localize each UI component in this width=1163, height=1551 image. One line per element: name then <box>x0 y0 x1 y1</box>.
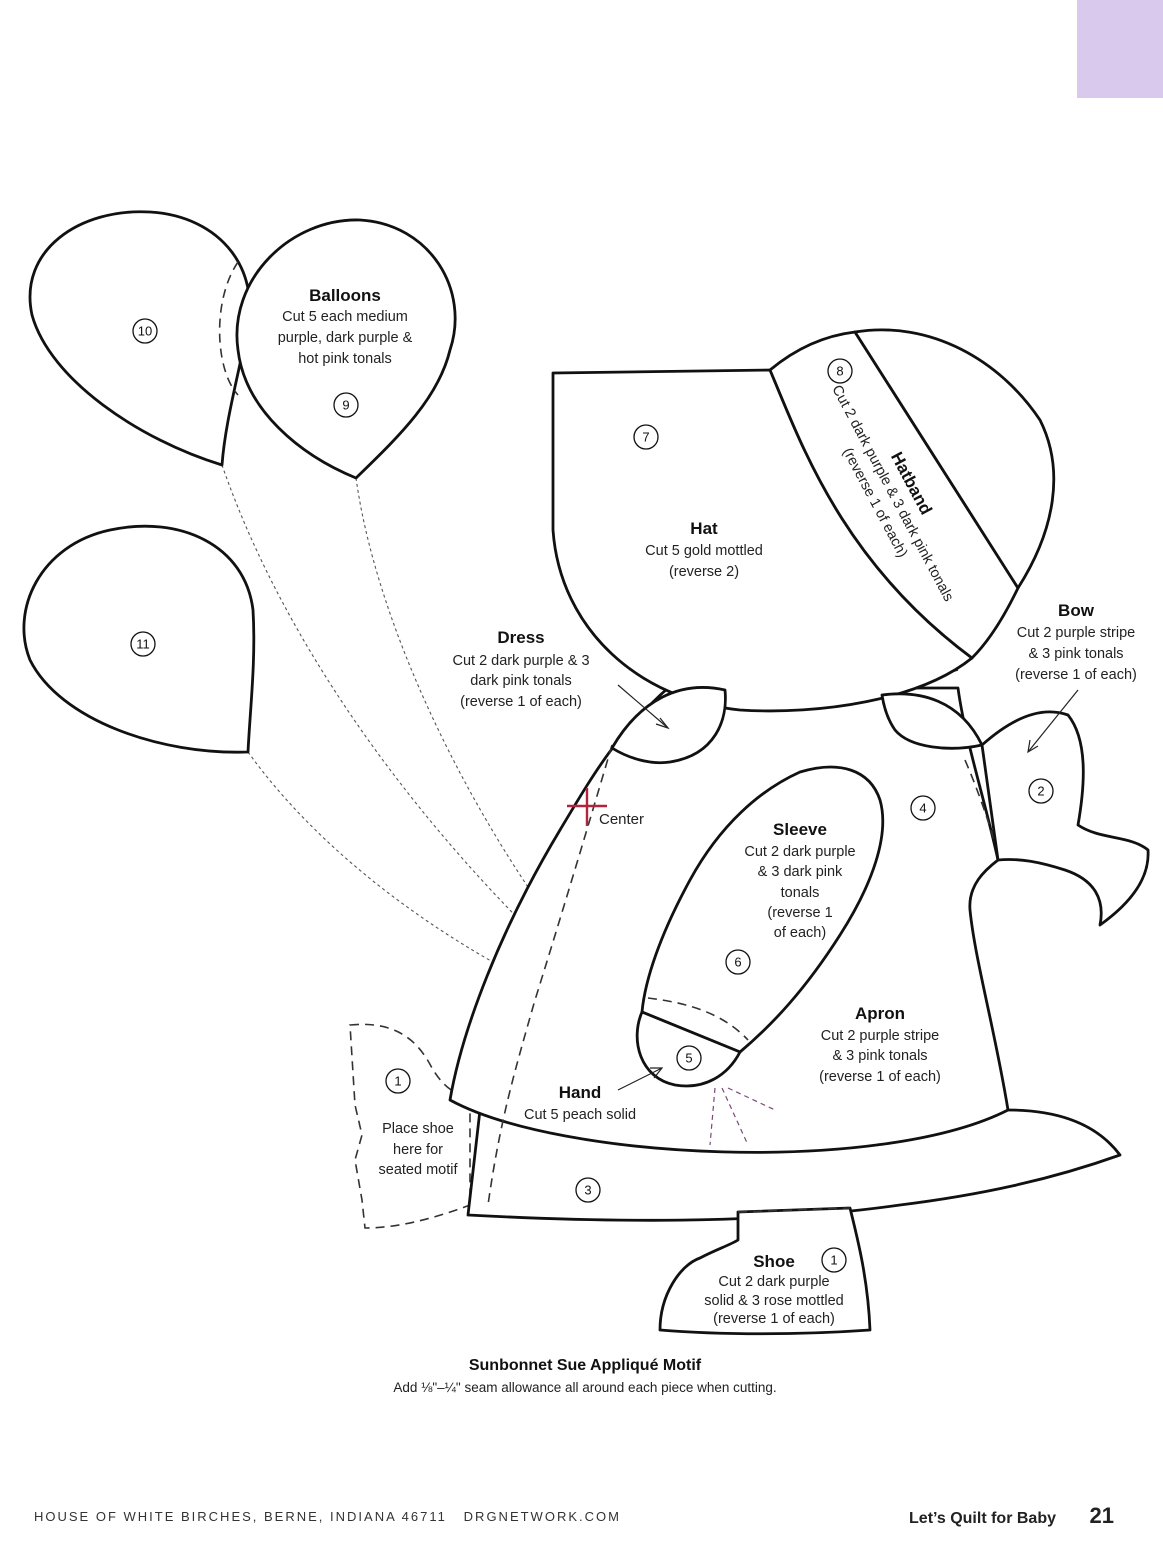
piece-number-3: 3 <box>575 1177 601 1203</box>
sleeve-piece-6 <box>640 765 885 1054</box>
svg-text:4: 4 <box>919 801 926 816</box>
piece-number-1-shoe: 1 <box>821 1247 847 1273</box>
piece-number-10: 10 <box>132 318 158 344</box>
caption-note: Add ⅛"–¼" seam allowance all around each… <box>393 1380 776 1395</box>
svg-text:& 3 dark pink: & 3 dark pink <box>758 864 843 880</box>
svg-text:Cut 5 gold mottled: Cut 5 gold mottled <box>645 543 763 559</box>
svg-text:dark pink tonals: dark pink tonals <box>470 673 572 689</box>
piece-number-7: 7 <box>633 424 659 450</box>
svg-text:9: 9 <box>342 398 349 413</box>
center-mark <box>567 788 607 826</box>
footer-book-title: Let’s Quilt for Baby <box>909 1510 1056 1527</box>
hand-fingers-dash <box>709 1087 776 1146</box>
svg-text:1: 1 <box>830 1253 837 1268</box>
svg-text:8: 8 <box>836 364 843 379</box>
svg-text:Sleeve: Sleeve <box>773 820 827 839</box>
hat-brim <box>853 328 1056 590</box>
svg-text:hot pink tonals: hot pink tonals <box>298 351 392 367</box>
svg-text:11: 11 <box>136 637 150 652</box>
seated-shoe-outline <box>349 1023 471 1229</box>
dress-neck-right <box>880 692 984 750</box>
piece-number-9: 9 <box>333 392 359 418</box>
svg-text:Cut 5 peach solid: Cut 5 peach solid <box>524 1107 636 1123</box>
svg-text:(reverse 1 of each): (reverse 1 of each) <box>819 1069 941 1085</box>
svg-text:3: 3 <box>584 1183 591 1198</box>
piece-number-11: 11 <box>130 631 156 657</box>
svg-text:Cut 2 dark purple & 3: Cut 2 dark purple & 3 <box>452 653 589 669</box>
svg-text:& 3 pink tonals: & 3 pink tonals <box>1028 646 1123 662</box>
svg-text:of each): of each) <box>774 925 826 941</box>
svg-text:7: 7 <box>642 430 649 445</box>
hand-label: Hand Cut 5 peach solid <box>524 1083 636 1123</box>
svg-text:10: 10 <box>138 324 152 339</box>
svg-text:Cut 2 purple stripe: Cut 2 purple stripe <box>1017 625 1135 641</box>
svg-text:Hat: Hat <box>690 519 718 538</box>
svg-text:Dress: Dress <box>497 628 544 647</box>
svg-text:Shoe: Shoe <box>753 1252 795 1271</box>
svg-text:(reverse 1 of each): (reverse 1 of each) <box>1015 667 1137 683</box>
svg-text:6: 6 <box>734 955 741 970</box>
shoe-label: Shoe Cut 2 dark purple solid & 3 rose mo… <box>704 1252 843 1327</box>
svg-text:(reverse 1: (reverse 1 <box>767 905 832 921</box>
hatband-piece-8 <box>768 330 1020 660</box>
svg-text:Balloons: Balloons <box>309 286 381 305</box>
sleeve-label: Sleeve Cut 2 dark purple & 3 dark pink t… <box>744 820 855 941</box>
seated-shoe-label: Place shoe here for seated motif <box>379 1121 459 1178</box>
dress-neck-left <box>610 686 727 765</box>
dress-label: Dress Cut 2 dark purple & 3 dark pink to… <box>452 628 589 710</box>
svg-text:(reverse 1 of each): (reverse 1 of each) <box>713 1311 835 1327</box>
bow-piece-2 <box>980 710 1150 927</box>
apron-label: Apron Cut 2 purple stripe & 3 pink tonal… <box>819 1004 941 1085</box>
shoe-piece-1 <box>658 1206 872 1336</box>
svg-text:purple, dark purple &: purple, dark purple & <box>278 330 413 346</box>
piece-number-4: 4 <box>910 795 936 821</box>
svg-text:(reverse 1 of each): (reverse 1 of each) <box>460 694 582 710</box>
balloons-label: Balloons Cut 5 each medium purple, dark … <box>278 286 413 367</box>
footer-publisher: HOUSE OF WHITE BIRCHES, BERNE, INDIANA 4… <box>34 1509 621 1524</box>
svg-text:Cut 5 each medium: Cut 5 each medium <box>282 309 408 325</box>
svg-text:2: 2 <box>1037 784 1044 799</box>
shoe-top-dash <box>737 1207 851 1213</box>
center-label: Center <box>599 811 644 828</box>
piece-number-2: 2 <box>1028 778 1054 804</box>
svg-text:Place shoe: Place shoe <box>382 1121 454 1137</box>
svg-text:Apron: Apron <box>855 1004 905 1023</box>
balloon-overlap-line <box>218 261 239 396</box>
svg-text:Hand: Hand <box>559 1083 602 1102</box>
svg-text:seated motif: seated motif <box>379 1162 459 1178</box>
caption-title: Sunbonnet Sue Appliqué Motif <box>469 1357 702 1374</box>
piece-number-5: 5 <box>676 1045 702 1071</box>
piece-number-6: 6 <box>725 949 751 975</box>
svg-text:tonals: tonals <box>781 885 820 901</box>
bow-label: Bow Cut 2 purple stripe & 3 pink tonals … <box>1015 601 1137 683</box>
svg-text:Cut 2 dark purple: Cut 2 dark purple <box>718 1274 829 1290</box>
svg-text:solid & 3 rose mottled: solid & 3 rose mottled <box>704 1293 843 1309</box>
svg-text:(reverse 2): (reverse 2) <box>669 564 739 580</box>
svg-text:1: 1 <box>394 1074 401 1089</box>
svg-text:here for: here for <box>393 1142 443 1158</box>
footer-page-number: 21 <box>1090 1503 1114 1528</box>
svg-text:Bow: Bow <box>1058 601 1095 620</box>
balloon-piece-9 <box>235 218 457 480</box>
svg-text:Cut 2 purple stripe: Cut 2 purple stripe <box>821 1028 939 1044</box>
svg-text:& 3 pink tonals: & 3 pink tonals <box>832 1048 927 1064</box>
piece-number-1-seated: 1 <box>385 1068 411 1094</box>
hat-label: Hat Cut 5 gold mottled (reverse 2) <box>645 519 763 580</box>
svg-text:5: 5 <box>685 1051 692 1066</box>
svg-text:Cut 2 dark purple: Cut 2 dark purple <box>744 844 855 860</box>
pointer-arrows <box>617 684 1079 1091</box>
sleeve-cuff-dash <box>647 997 749 1041</box>
piece-number-8: 8 <box>827 358 853 384</box>
corner-color-tab <box>1077 0 1163 98</box>
